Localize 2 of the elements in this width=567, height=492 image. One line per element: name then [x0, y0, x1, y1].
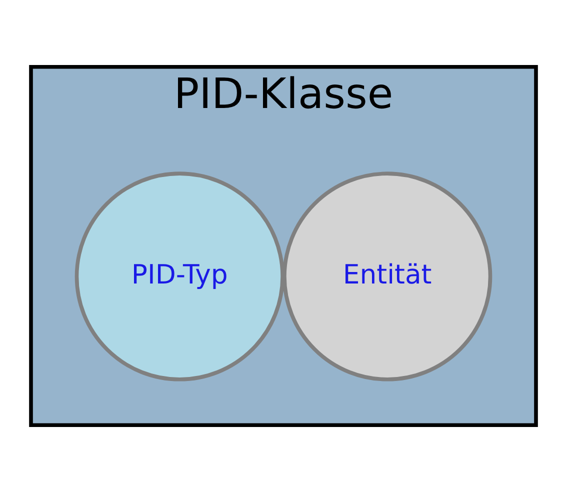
node-circle: Entität	[282, 172, 492, 382]
node-circle: PID-Typ	[74, 172, 284, 382]
